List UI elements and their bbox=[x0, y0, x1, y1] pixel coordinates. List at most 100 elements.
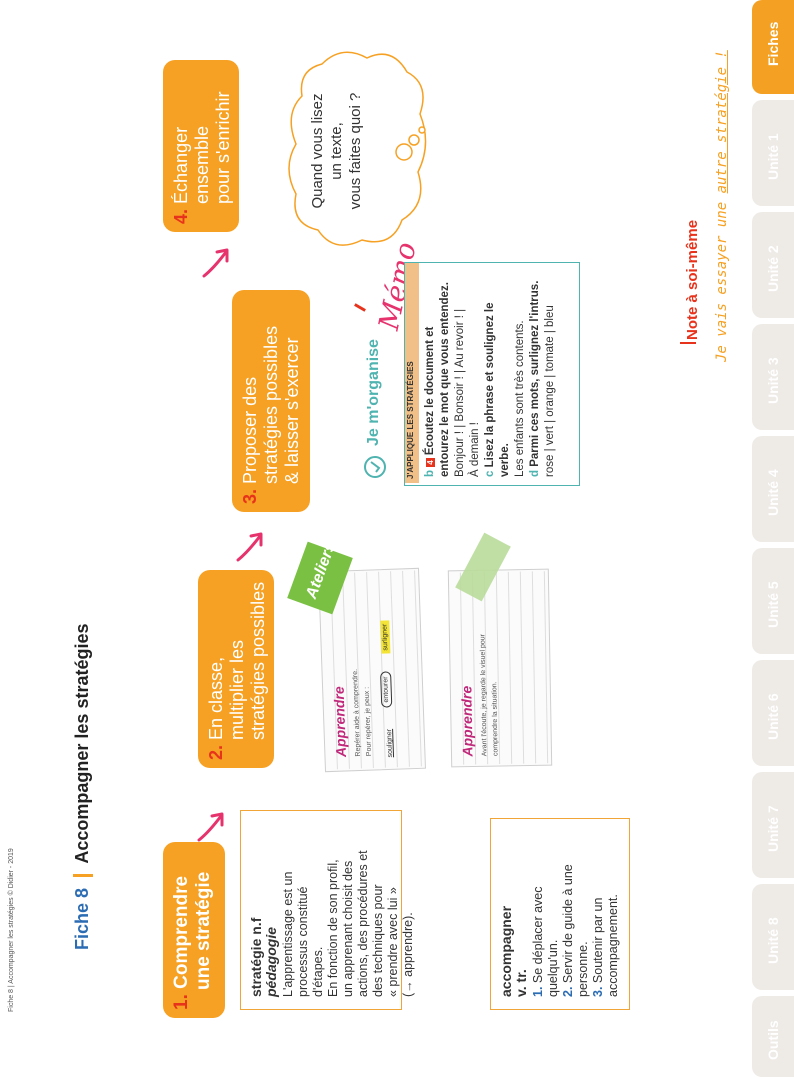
definition-line: L'apprentissage est un bbox=[281, 871, 295, 997]
chip-entourer: entourer bbox=[380, 671, 393, 708]
tab-unite-5[interactable]: Unité 5 bbox=[752, 548, 794, 654]
definition-word: stratégie n.f bbox=[248, 917, 264, 997]
definition-item-number: 1. bbox=[531, 986, 545, 997]
title-text: Accompagner les stratégies bbox=[72, 623, 92, 864]
thought-bubble-text: Quand vous lisez un texte, vous faites q… bbox=[308, 76, 365, 226]
definition-word: accompagner bbox=[498, 905, 514, 997]
thought-line: Quand vous lisez bbox=[309, 93, 326, 209]
memo-box: J'APPLIQUE LES STRATÉGIES b 4 Écoutez le… bbox=[404, 262, 580, 486]
chip-souligner: souligner bbox=[386, 728, 395, 758]
fiche-label: Fiche 8 bbox=[72, 887, 92, 950]
thought-line: un texte, bbox=[328, 122, 345, 180]
page-title: Fiche 8 Accompagner les stratégies bbox=[72, 623, 94, 950]
step-3-line3: & laisser s'exercer bbox=[282, 337, 302, 484]
tab-unite-7[interactable]: Unité 7 bbox=[752, 772, 794, 878]
chip-surligner: surligner bbox=[380, 620, 391, 654]
note-heading: Apprendre bbox=[458, 685, 476, 757]
exercise-c-instruction: Lisez la phrase et soulignez le bbox=[484, 302, 496, 468]
definition-item-text: Se déplacer avec bbox=[531, 886, 545, 984]
exercise-b-words: À demain ! bbox=[469, 422, 481, 477]
step-1-box: 1. Comprendre une stratégie bbox=[163, 842, 225, 1018]
atelier-note-2: Apprendre Avant l'écoute, je regarde le … bbox=[442, 565, 558, 771]
arrow-icon bbox=[236, 532, 263, 562]
definition-domain: pédagogie bbox=[263, 926, 279, 997]
tab-label: Unité 1 bbox=[765, 133, 781, 180]
tab-unite-6[interactable]: Unité 6 bbox=[752, 660, 794, 766]
step-3-box: 3. Proposer des stratégies possibles & l… bbox=[232, 290, 310, 512]
title-separator bbox=[73, 873, 94, 877]
tab-unite-4[interactable]: Unité 4 bbox=[752, 436, 794, 542]
step-3-number: 3. bbox=[240, 488, 260, 504]
exercise-b-instruction: Écoutez le document et bbox=[424, 326, 436, 456]
note-heading: Apprendre bbox=[330, 686, 350, 758]
exercise-d-label: d bbox=[529, 469, 541, 477]
definition-line: (→ apprendre). bbox=[401, 912, 415, 997]
definition-item-text: quelqu'un. bbox=[546, 939, 560, 997]
memo-header-label: J'APPLIQUE LES STRATÉGIES bbox=[406, 361, 415, 479]
tab-label: Unité 3 bbox=[765, 357, 781, 404]
step-4-number: 4. bbox=[171, 208, 191, 224]
step-2-line2: multiplier les bbox=[227, 639, 247, 740]
definition-line: des techniques pour bbox=[371, 884, 385, 997]
note-text: comprendre la situation. bbox=[491, 681, 500, 757]
definition-item-number: 3. bbox=[591, 986, 605, 997]
notepaper-icon bbox=[318, 567, 426, 773]
step-4-line2: ensemble bbox=[192, 125, 212, 204]
definition-item-text: accompagnement. bbox=[606, 894, 620, 997]
self-note-emphasis: autre stratégie ! bbox=[714, 50, 730, 194]
tab-label: Unité 8 bbox=[765, 917, 781, 964]
step-2-number: 2. bbox=[206, 744, 226, 760]
memo-tag-bar bbox=[354, 303, 366, 312]
arrow-icon bbox=[197, 812, 224, 842]
exercise-d-instruction: Parmi ces mots, surlignez l'intrus. bbox=[529, 280, 541, 467]
tab-unite-8[interactable]: Unité 8 bbox=[752, 884, 794, 990]
definition-line: d'étapes. bbox=[311, 946, 325, 997]
definition-box-strategie: stratégie n.f pédagogie L'apprentissage … bbox=[240, 810, 415, 1010]
definition-item-text: personne. bbox=[576, 941, 590, 997]
audio-track-icon: 4 bbox=[426, 458, 435, 467]
tab-label: Unité 5 bbox=[765, 581, 781, 628]
definition-line: actions, des procédures et bbox=[356, 850, 370, 997]
step-4-box: 4. Échanger ensemble pour s'enrichir bbox=[163, 60, 239, 232]
definition-item-text: Servir de guide à une bbox=[561, 864, 575, 984]
step-2-line3: stratégies possibles bbox=[248, 581, 268, 740]
definition-item-number: 2. bbox=[561, 986, 575, 997]
atelier-note-1: Apprendre Repérer aide à comprendre. Pou… bbox=[312, 564, 431, 776]
exercise-d-words: rose | vert | orange | tomate | bleu bbox=[544, 305, 556, 477]
tab-label: Outils bbox=[765, 1020, 781, 1060]
tab-label: Unité 4 bbox=[765, 469, 781, 516]
step-2-box: 2. En classe, multiplier les stratégies … bbox=[198, 570, 274, 768]
step-3-line2: stratégies possibles bbox=[261, 325, 281, 484]
step-3-line1: Proposer des bbox=[240, 376, 260, 484]
definition-box-accompagner: accompagner v. tr. 1. Se déplacer avec q… bbox=[490, 818, 630, 1010]
tab-outils[interactable]: Outils bbox=[752, 996, 794, 1077]
section-tabs: Fiches Unité 1 Unité 2 Unité 3 Unité 4 U… bbox=[752, 0, 794, 1077]
step-4-line1: Échanger bbox=[171, 126, 191, 204]
self-note-bar bbox=[680, 342, 696, 344]
step-1-line1: Comprendre bbox=[171, 875, 192, 989]
definition-line: un apprenant choisit des bbox=[341, 860, 355, 997]
step-1-line2: une stratégie bbox=[193, 871, 214, 990]
exercise-b-instruction: entourez le mot que vous entendez. bbox=[439, 282, 451, 477]
step-2-line1: En classe, bbox=[206, 656, 226, 740]
step-1-number: 1. bbox=[171, 994, 192, 1010]
definition-line: En fonction de son profil, bbox=[326, 859, 340, 997]
step-4-line3: pour s'enrichir bbox=[213, 91, 233, 204]
exercise-c-instruction: verbe. bbox=[499, 443, 511, 477]
tab-unite-2[interactable]: Unité 2 bbox=[752, 212, 794, 318]
credit-line: Fiche 8 | Accompagner les stratégies © D… bbox=[8, 848, 15, 1012]
self-note-text: Je vais essayer une autre stratégie ! bbox=[714, 50, 730, 362]
thought-line: vous faites quoi ? bbox=[347, 92, 364, 210]
je-m-organise-label: Je m'organise bbox=[365, 339, 382, 446]
check-circle-icon bbox=[364, 456, 386, 478]
tab-label: Fiches bbox=[765, 21, 781, 66]
memo-header: J'APPLIQUE LES STRATÉGIES bbox=[405, 263, 419, 483]
tab-unite-3[interactable]: Unité 3 bbox=[752, 324, 794, 430]
tab-label: Unité 2 bbox=[765, 245, 781, 292]
self-note-prefix: Je vais essayer une bbox=[714, 193, 730, 362]
tab-fiches[interactable]: Fiches bbox=[752, 0, 794, 94]
tab-unite-1[interactable]: Unité 1 bbox=[752, 100, 794, 206]
exercise-c-label: c bbox=[484, 470, 496, 477]
tab-label: Unité 7 bbox=[765, 805, 781, 852]
definition-line: « prendre avec lui » bbox=[386, 887, 400, 997]
